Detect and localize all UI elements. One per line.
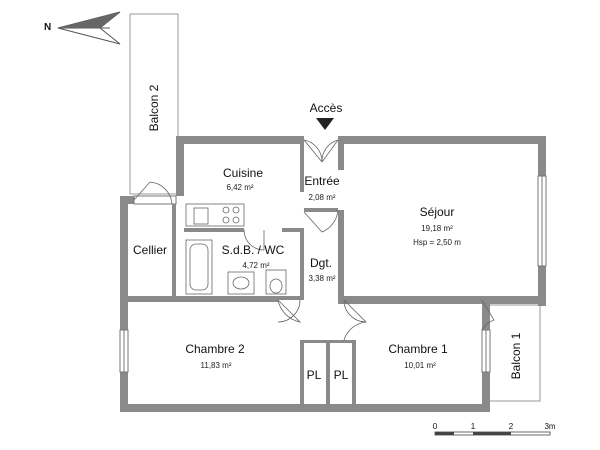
sejour-area: 19,18 m² <box>421 224 453 233</box>
sdb-area: 4,72 m² <box>242 261 270 270</box>
scale-label-2: 2 <box>508 422 514 431</box>
chambre-1-name: Chambre 1 <box>388 342 448 356</box>
scale-label-3m: 3m <box>544 422 556 431</box>
sejour-hsp: Hsp = 2,50 m <box>413 238 461 247</box>
scale-label-0: 0 <box>432 422 438 431</box>
interior-walls <box>128 136 356 404</box>
north-label: N <box>44 22 52 33</box>
exterior-walls <box>120 136 546 412</box>
cuisine-name: Cuisine <box>222 166 264 180</box>
scale-label-1: 1 <box>470 422 476 431</box>
scale-bar <box>434 431 551 436</box>
kitchen-fixtures <box>185 203 245 227</box>
dgt-name: Dgt. <box>309 256 333 270</box>
balcon-1-label: Balcon 1 <box>509 332 523 380</box>
chambre-1-area: 10,01 m² <box>404 361 436 370</box>
balcon-2-outline <box>129 13 179 195</box>
bathroom-fixtures <box>185 239 287 295</box>
north-arrow-icon <box>57 11 121 45</box>
access-arrow-icon <box>316 118 334 130</box>
access-label: Accès <box>309 101 343 115</box>
balcon-2-label: Balcon 2 <box>147 84 161 132</box>
windows <box>119 175 547 373</box>
entree-name: Entrée <box>304 174 340 188</box>
cuisine-area: 6,42 m² <box>226 183 254 192</box>
sejour-name: Séjour <box>419 205 455 219</box>
pl-left-label: PL <box>306 368 322 382</box>
chambre-2-name: Chambre 2 <box>185 342 245 356</box>
pl-right-label: PL <box>333 368 349 382</box>
door-swings <box>133 139 495 341</box>
cellier-name: Cellier <box>132 243 168 257</box>
entree-area: 2,08 m² <box>308 193 336 202</box>
dgt-area: 3,38 m² <box>308 274 336 283</box>
sdb-name: S.d.B. / WC <box>221 243 285 257</box>
chambre-2-area: 11,83 m² <box>200 361 232 370</box>
